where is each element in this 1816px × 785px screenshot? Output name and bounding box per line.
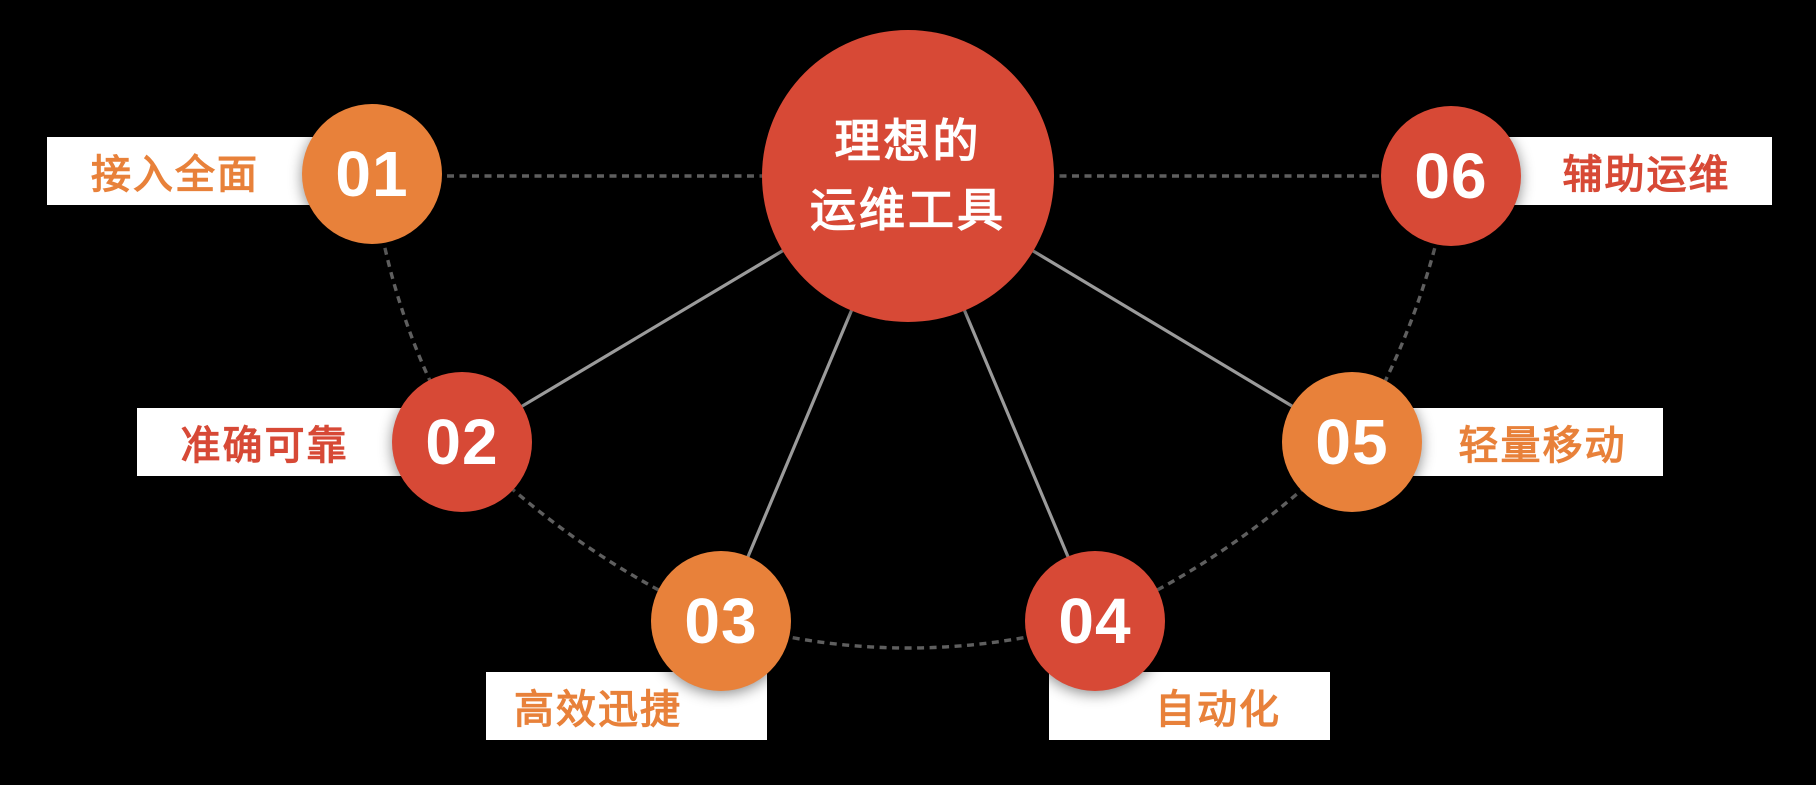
node-label-02: 准确可靠 [180,424,349,468]
node-circle-04: 04 [1025,551,1165,691]
node-number-04: 04 [1058,585,1132,657]
node-number-05: 05 [1315,406,1389,478]
node-circle-03: 03 [651,551,791,691]
node-label-05: 轻量移动 [1458,424,1627,468]
center-title-line1: 理想的 [834,115,982,167]
node-circle-05: 05 [1282,372,1422,512]
center-circle: 理想的 运维工具 [762,30,1054,322]
node-label-04: 自动化 [1155,688,1281,732]
node-label-03: 高效迅捷 [514,688,682,732]
node-label-06: 辅助运维 [1562,153,1731,197]
node-number-03: 03 [684,585,758,657]
node-number-02: 02 [425,406,499,478]
node-circle-02: 02 [392,372,532,512]
label-bar-04: 自动化 [1049,672,1330,740]
node-number-01: 01 [335,138,409,210]
node-number-06: 06 [1414,140,1488,212]
node-circle-06: 06 [1381,106,1521,246]
center-title-line2: 运维工具 [810,184,1006,236]
node-label-01: 接入全面 [91,153,259,197]
node-circle-01: 01 [302,104,442,244]
label-bar-03: 高效迅捷 [486,672,767,740]
